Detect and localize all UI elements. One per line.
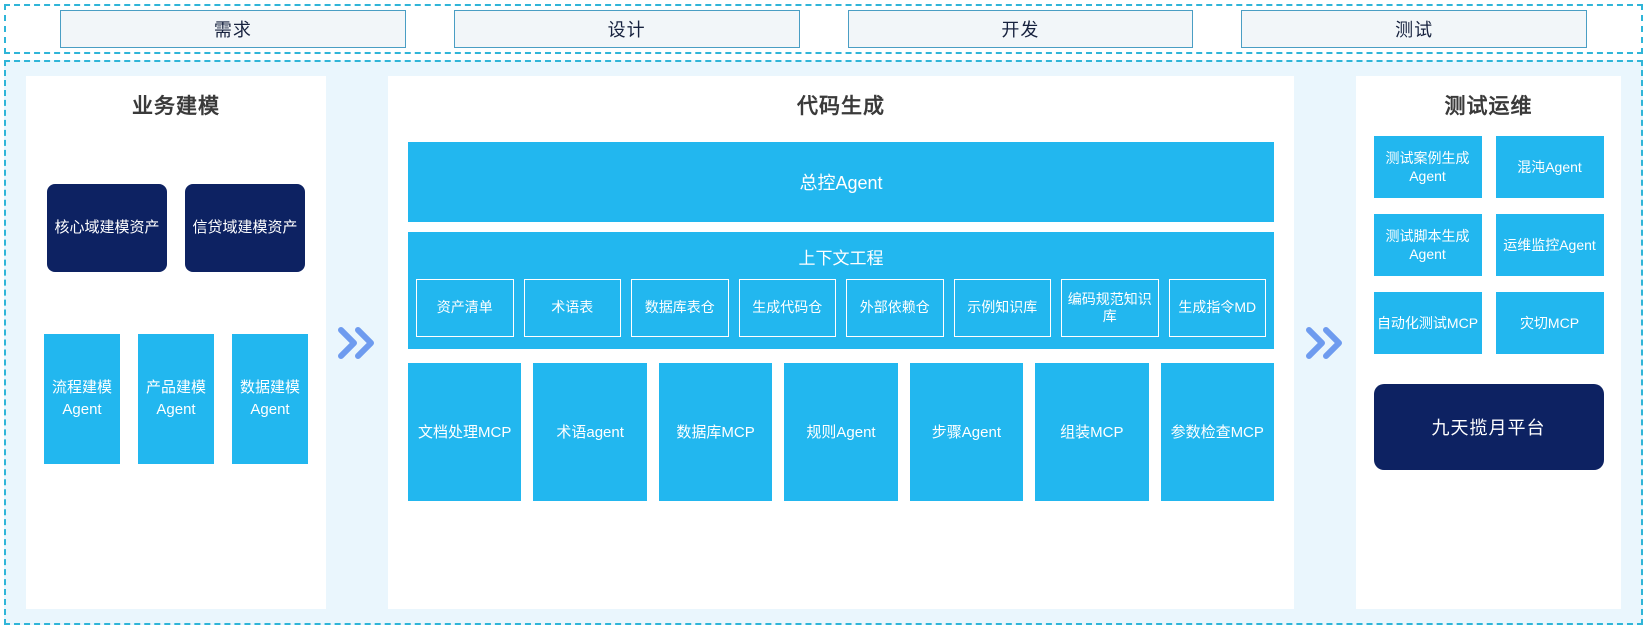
tool-card-label: 术语agent: [556, 423, 624, 441]
context-item-label: 编码规范知识库: [1067, 290, 1152, 325]
context-item-coding-standard-knowledge-base[interactable]: 编码规范知识库: [1061, 279, 1159, 337]
tool-card-terminology-agent[interactable]: 术语agent: [533, 363, 647, 501]
tool-card-label: 参数检查MCP: [1170, 423, 1264, 441]
context-item-label: 术语表: [551, 299, 594, 316]
ops-card-label: 自动化测试MCP: [1376, 314, 1479, 331]
tool-card-label: 步骤Agent: [931, 423, 1001, 441]
flow-arrow-right: [1294, 76, 1356, 609]
panel-business-modeling: 业务建模 核心域建模资产 信贷域建模资产 流程建模Agent 产品建模Agent…: [26, 76, 326, 609]
ops-card-test-case-generation-agent[interactable]: 测试案例生成Agent: [1373, 136, 1482, 198]
tool-card-rule-agent[interactable]: 规则Agent: [784, 363, 898, 501]
tool-card-database-mcp[interactable]: 数据库MCP: [658, 363, 773, 501]
phase-label: 需求: [213, 20, 252, 40]
ops-card-operations-monitoring-agent[interactable]: 运维监控Agent: [1495, 214, 1604, 276]
asset-card-label: 核心域建模资产: [54, 218, 160, 236]
context-item-generation-instruction-md[interactable]: 生成指令MD: [1168, 279, 1266, 337]
tool-card-step-agent[interactable]: 步骤Agent: [909, 363, 1024, 501]
context-item-glossary[interactable]: 术语表: [523, 279, 621, 337]
context-item-row: 资产清单 术语表 数据库表仓 生成代码仓 外部依赖仓: [416, 279, 1266, 337]
tool-card-label: 规则Agent: [806, 423, 876, 441]
context-item-external-dependency-repo[interactable]: 外部依赖仓: [846, 279, 944, 337]
modeling-agent-label: 产品建模Agent: [145, 379, 206, 418]
modeling-agent-label: 流程建模Agent: [51, 379, 112, 418]
main-diagram-area: 业务建模 核心域建模资产 信贷域建模资产 流程建模Agent 产品建模Agent…: [4, 60, 1643, 625]
modeling-agent-row: 流程建模Agent 产品建模Agent 数据建模Agent: [44, 334, 308, 464]
double-chevron-right-icon: [337, 326, 377, 360]
code-generation-content: 总控Agent 上下文工程 资产清单 术语表 数据库表仓: [388, 120, 1294, 517]
master-control-agent-label: 总控Agent: [799, 173, 883, 193]
context-item-label: 数据库表仓: [644, 299, 715, 316]
phase-label: 开发: [1001, 20, 1040, 40]
tool-card-label: 数据库MCP: [676, 423, 755, 441]
platform-card-jiutian-lanyue[interactable]: 九天揽月平台: [1373, 384, 1604, 470]
master-control-agent-bar[interactable]: 总控Agent: [408, 142, 1274, 222]
ops-card-disaster-switch-mcp[interactable]: 灾切MCP: [1495, 292, 1604, 354]
panel-title-business-modeling: 业务建模: [132, 95, 220, 118]
ops-card-grid: 测试案例生成Agent 混沌Agent 测试脚本生成Agent 运维监控Agen…: [1373, 136, 1604, 354]
ops-card-label: 测试脚本生成Agent: [1385, 227, 1470, 262]
context-item-label: 外部依赖仓: [859, 299, 930, 316]
phase-box-requirement[interactable]: 需求: [60, 10, 406, 48]
phase-label: 设计: [607, 20, 646, 40]
context-item-label: 生成指令MD: [1178, 299, 1257, 316]
tool-card-assembly-mcp[interactable]: 组装MCP: [1035, 363, 1149, 501]
asset-card-core-domain[interactable]: 核心域建模资产: [47, 184, 167, 272]
ops-card-label: 运维监控Agent: [1503, 236, 1596, 253]
phase-box-development[interactable]: 开发: [847, 10, 1194, 48]
ops-card-chaos-agent[interactable]: 混沌Agent: [1495, 136, 1604, 198]
context-item-label: 生成代码仓: [752, 299, 823, 316]
context-engineering-block: 上下文工程 资产清单 术语表 数据库表仓 生成代码仓: [408, 232, 1274, 349]
context-item-asset-inventory[interactable]: 资产清单: [416, 279, 514, 337]
phase-box-testing[interactable]: 测试: [1241, 10, 1587, 48]
ops-card-test-script-generation-agent[interactable]: 测试脚本生成Agent: [1373, 214, 1482, 276]
panel-code-generation: 代码生成 总控Agent 上下文工程 资产清单 术语表: [388, 76, 1294, 609]
double-chevron-right-icon: [1305, 326, 1345, 360]
modeling-agent-product[interactable]: 产品建模Agent: [138, 334, 214, 464]
ops-card-automated-test-mcp[interactable]: 自动化测试MCP: [1373, 292, 1482, 354]
phase-label: 测试: [1395, 20, 1434, 40]
modeling-agent-data[interactable]: 数据建模Agent: [232, 334, 308, 464]
asset-card-row: 核心域建模资产 信贷域建模资产: [47, 184, 305, 272]
panel-test-operations: 测试运维 测试案例生成Agent 混沌Agent 测试脚本生成Agent 运维监…: [1356, 76, 1621, 609]
context-item-label: 资产清单: [436, 299, 493, 316]
context-engineering-title: 上下文工程: [798, 249, 884, 268]
phase-box-design[interactable]: 设计: [453, 10, 800, 48]
ops-card-label: 测试案例生成Agent: [1385, 149, 1470, 184]
phase-strip: 需求 设计 开发 测试: [4, 4, 1643, 54]
tool-card-label: 文档处理MCP: [418, 423, 512, 441]
modeling-agent-process[interactable]: 流程建模Agent: [44, 334, 120, 464]
asset-card-credit-domain[interactable]: 信贷域建模资产: [185, 184, 305, 272]
tool-card-row: 文档处理MCP 术语agent 数据库MCP 规则Agent 步骤Agent: [408, 363, 1274, 501]
platform-card-label: 九天揽月平台: [1431, 418, 1546, 438]
panel-title-test-operations: 测试运维: [1444, 95, 1533, 118]
flow-arrow-left: [326, 76, 388, 609]
tool-card-parameter-check-mcp[interactable]: 参数检查MCP: [1160, 363, 1274, 501]
context-item-db-table-repo[interactable]: 数据库表仓: [631, 279, 729, 337]
panel-title-code-generation: 代码生成: [797, 95, 885, 118]
tool-card-document-processing-mcp[interactable]: 文档处理MCP: [408, 363, 522, 501]
ops-card-label: 混沌Agent: [1517, 158, 1582, 175]
tool-card-label: 组装MCP: [1060, 423, 1124, 441]
ops-card-label: 灾切MCP: [1519, 314, 1580, 331]
context-item-label: 示例知识库: [967, 299, 1038, 316]
modeling-agent-label: 数据建模Agent: [239, 379, 300, 418]
context-item-example-knowledge-base[interactable]: 示例知识库: [953, 279, 1051, 337]
context-item-generated-code-repo[interactable]: 生成代码仓: [738, 279, 836, 337]
asset-card-label: 信贷域建模资产: [192, 218, 298, 236]
